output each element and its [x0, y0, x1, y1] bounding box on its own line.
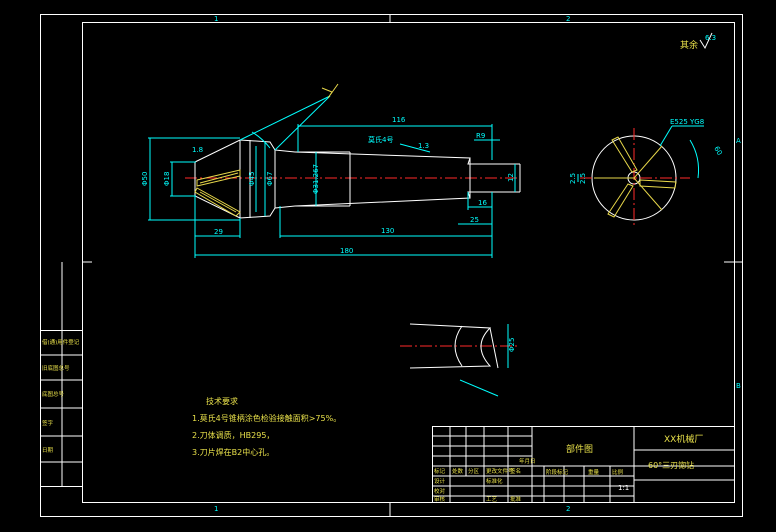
col-label: 年月日 — [519, 457, 536, 465]
left-strip-label: 底图总号 — [42, 390, 65, 398]
title-block: 部件图 XX机械厂 60°三刃锪钻 1:1 标记 处数 分区 更改文件号 签名 … — [432, 426, 735, 503]
end-blade-1 — [611, 136, 638, 173]
section-dim-phi25: Φ25 — [508, 338, 516, 352]
row-label: 设计 — [434, 477, 446, 485]
left-strip-label: 借(通)用件登记 — [42, 338, 80, 346]
end-blade-2 — [639, 179, 677, 189]
angle-leader — [239, 95, 331, 141]
dim-phi18: Φ18 — [163, 172, 171, 186]
misc-label: 批准 — [510, 495, 522, 503]
row-label: 审核 — [434, 495, 446, 503]
col-label: 处数 — [452, 467, 464, 475]
tech-req-line: 3.刀片焊在B2中心孔。 — [192, 447, 274, 457]
angle-leader — [274, 95, 331, 151]
zone-label-right-b: B — [736, 382, 741, 390]
dim-phi67: Φ67 — [266, 172, 274, 186]
dim-12: 12 — [507, 173, 515, 182]
end-web — [633, 145, 663, 179]
weld-symbol — [321, 83, 339, 99]
tech-req-line: 1.莫氏4号锥柄涂色检验接触面积>75%。 — [192, 413, 341, 423]
stage-label: 重量 — [588, 468, 600, 476]
taper-bottom — [294, 191, 520, 207]
zone-label-bottom-1: 1 — [214, 505, 218, 513]
blade-lower — [194, 187, 241, 217]
blade-hatch — [199, 191, 237, 213]
scale-value: 1:1 — [618, 484, 629, 492]
blade-upper — [196, 169, 241, 187]
end-label-leader — [659, 125, 673, 147]
end-view: E525 YG8 60 2.5 2.5 — [569, 118, 724, 228]
dim-1-3: 1.3 — [418, 142, 429, 150]
col-label: 分区 — [468, 467, 480, 475]
end-blade-3 — [607, 183, 634, 218]
zone-label-right-a: A — [736, 137, 741, 145]
col-label: 更改文件号 — [486, 467, 514, 475]
col-label: 签名 — [510, 467, 521, 475]
tech-req-line: 2.刀体调质，HB295， — [192, 430, 274, 440]
part-name: 60°三刃锪钻 — [648, 460, 694, 470]
roughness-note-text: 其余 — [680, 39, 698, 51]
dim-25: 25 — [470, 216, 479, 224]
section-edge — [489, 327, 499, 369]
section-view: Φ25 — [400, 323, 520, 397]
section-leader — [459, 379, 499, 397]
left-strip-label: 旧底图总号 — [42, 364, 70, 372]
row-label: 校对 — [434, 487, 446, 495]
shaft-view: 116 R9 莫氏4号 1.3 Φ50 Φ18 Φ45 Φ67 Φ31.267 … — [141, 83, 521, 258]
end-web — [633, 177, 663, 211]
inner-frame — [82, 22, 735, 503]
factory-name: XX机械厂 — [664, 433, 703, 445]
dim-180: 180 — [340, 247, 353, 255]
tech-requirements: 技术要求 1.莫氏4号锥柄涂色检验接触面积>75%。 2.刀体调质，HB295，… — [192, 396, 341, 457]
zone-label-top-1: 1 — [214, 15, 218, 23]
angle-arc — [251, 131, 271, 149]
dim-r9: R9 — [476, 132, 485, 140]
left-strip: 借(通)用件登记 旧底图总号 底图总号 签字 日期 — [40, 262, 83, 487]
dim-116: 116 — [392, 116, 406, 124]
blade-hatch — [199, 172, 239, 184]
title-block-frame — [432, 426, 735, 503]
dim-phi45: Φ45 — [248, 172, 256, 186]
roughness-symbol — [699, 32, 713, 50]
end-dim-60: 60 — [712, 145, 723, 157]
stage-label: 比例 — [612, 468, 624, 476]
dim-phi50: Φ50 — [141, 172, 149, 186]
dim-phi31: Φ31.267 — [312, 164, 320, 194]
end-dim-2-5: 2.5 — [569, 173, 577, 184]
dim-29: 29 — [214, 228, 223, 236]
cutter-head — [194, 139, 276, 219]
roughness-value: 6.3 — [705, 34, 716, 42]
section-groove — [454, 325, 463, 367]
left-strip-label: 签字 — [42, 419, 54, 427]
zone-label-bottom-2: 2 — [566, 505, 570, 513]
outer-frame — [40, 14, 743, 517]
misc-label: 标准化 — [486, 477, 503, 485]
dim-1-8: 1.8 — [192, 146, 203, 154]
taper-note: 莫氏4号 — [368, 135, 393, 144]
col-label: 标记 — [434, 467, 446, 475]
end-angle-arc — [689, 139, 699, 179]
end-view-label: E525 YG8 — [670, 118, 704, 126]
taper-top — [294, 151, 520, 165]
taper-leader — [399, 143, 431, 153]
neck-bottom — [274, 205, 350, 209]
stage-label: 阶段标记 — [546, 468, 569, 476]
end-dim-2-5b: 2.5 — [579, 173, 587, 184]
dim-16: 16 — [478, 199, 487, 207]
misc-label: 工艺 — [486, 496, 498, 503]
drawing-name: 部件图 — [566, 443, 593, 455]
left-strip-label: 日期 — [42, 447, 54, 454]
neck-top — [274, 149, 350, 153]
tech-req-title: 技术要求 — [206, 396, 238, 406]
dim-130: 130 — [381, 227, 394, 235]
zone-label-top-2: 2 — [566, 15, 570, 23]
